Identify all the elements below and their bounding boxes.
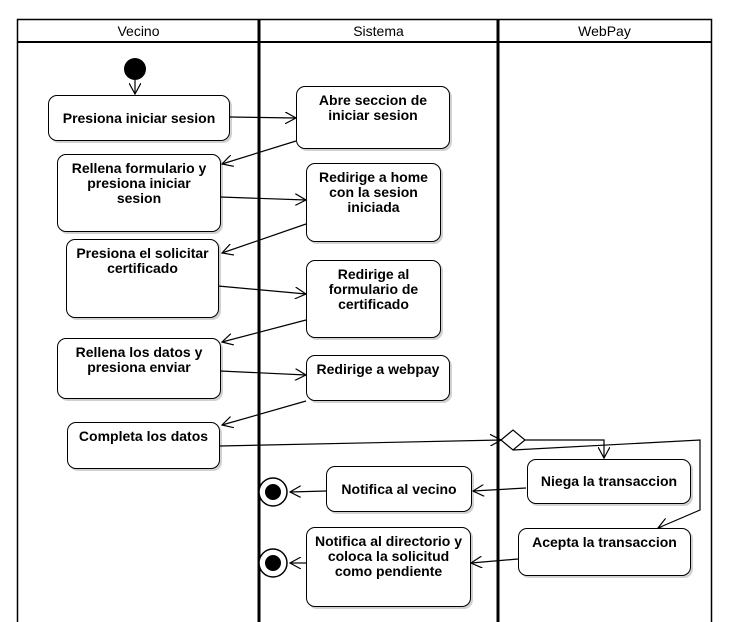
edge-3 (219, 197, 306, 200)
node-redirige-home: Redirige a home con la sesion iniciada (306, 163, 441, 242)
node-rellena-formulario: Rellena formulario y presiona iniciar se… (57, 154, 221, 232)
node-rellena-datos: Rellena los datos y presiona enviar (57, 338, 221, 399)
edge-5 (217, 285, 306, 294)
decision-node (500, 429, 526, 451)
node-completa-datos: Completa los datos (67, 422, 220, 469)
lane-title-sistema: Sistema (353, 23, 404, 39)
edge-4 (222, 223, 307, 253)
node-notifica-vecino: Notifica al vecino (326, 466, 472, 512)
node-niega: Niega la transaccion (527, 459, 691, 504)
edge-9 (219, 440, 501, 447)
node-presiona-solicitar: Presiona el solicitar certificado (66, 239, 219, 318)
edge-8 (222, 400, 307, 425)
edge-7 (219, 371, 306, 375)
node-redirige-formulario: Redirige al formulario de certificado (306, 260, 441, 338)
edge-10 (524, 439, 604, 458)
edge-11 (512, 439, 701, 528)
lane-title-webpay: WebPay (578, 23, 631, 39)
edge-12 (473, 488, 527, 491)
lane-title-vecino: Vecino (117, 23, 160, 39)
final-node-2-core (265, 555, 281, 571)
edge-14 (471, 559, 519, 563)
swimlane-frame (16, 18, 713, 622)
edge-1 (229, 117, 296, 118)
edge-13 (290, 491, 327, 492)
node-presiona-iniciar: Presiona iniciar sesion (48, 95, 230, 141)
node-acepta: Acepta la transaccion (518, 528, 691, 576)
edge-6 (222, 319, 307, 342)
initial-node (124, 58, 146, 80)
node-notifica-directorio: Notifica al directorio y coloca la solic… (306, 527, 471, 607)
node-redirige-webpay: Redirige a webpay (306, 355, 450, 401)
edge-2 (222, 140, 297, 164)
final-node-1-core (265, 484, 281, 500)
node-abre-seccion: Abre seccion de iniciar sesion (296, 86, 450, 149)
